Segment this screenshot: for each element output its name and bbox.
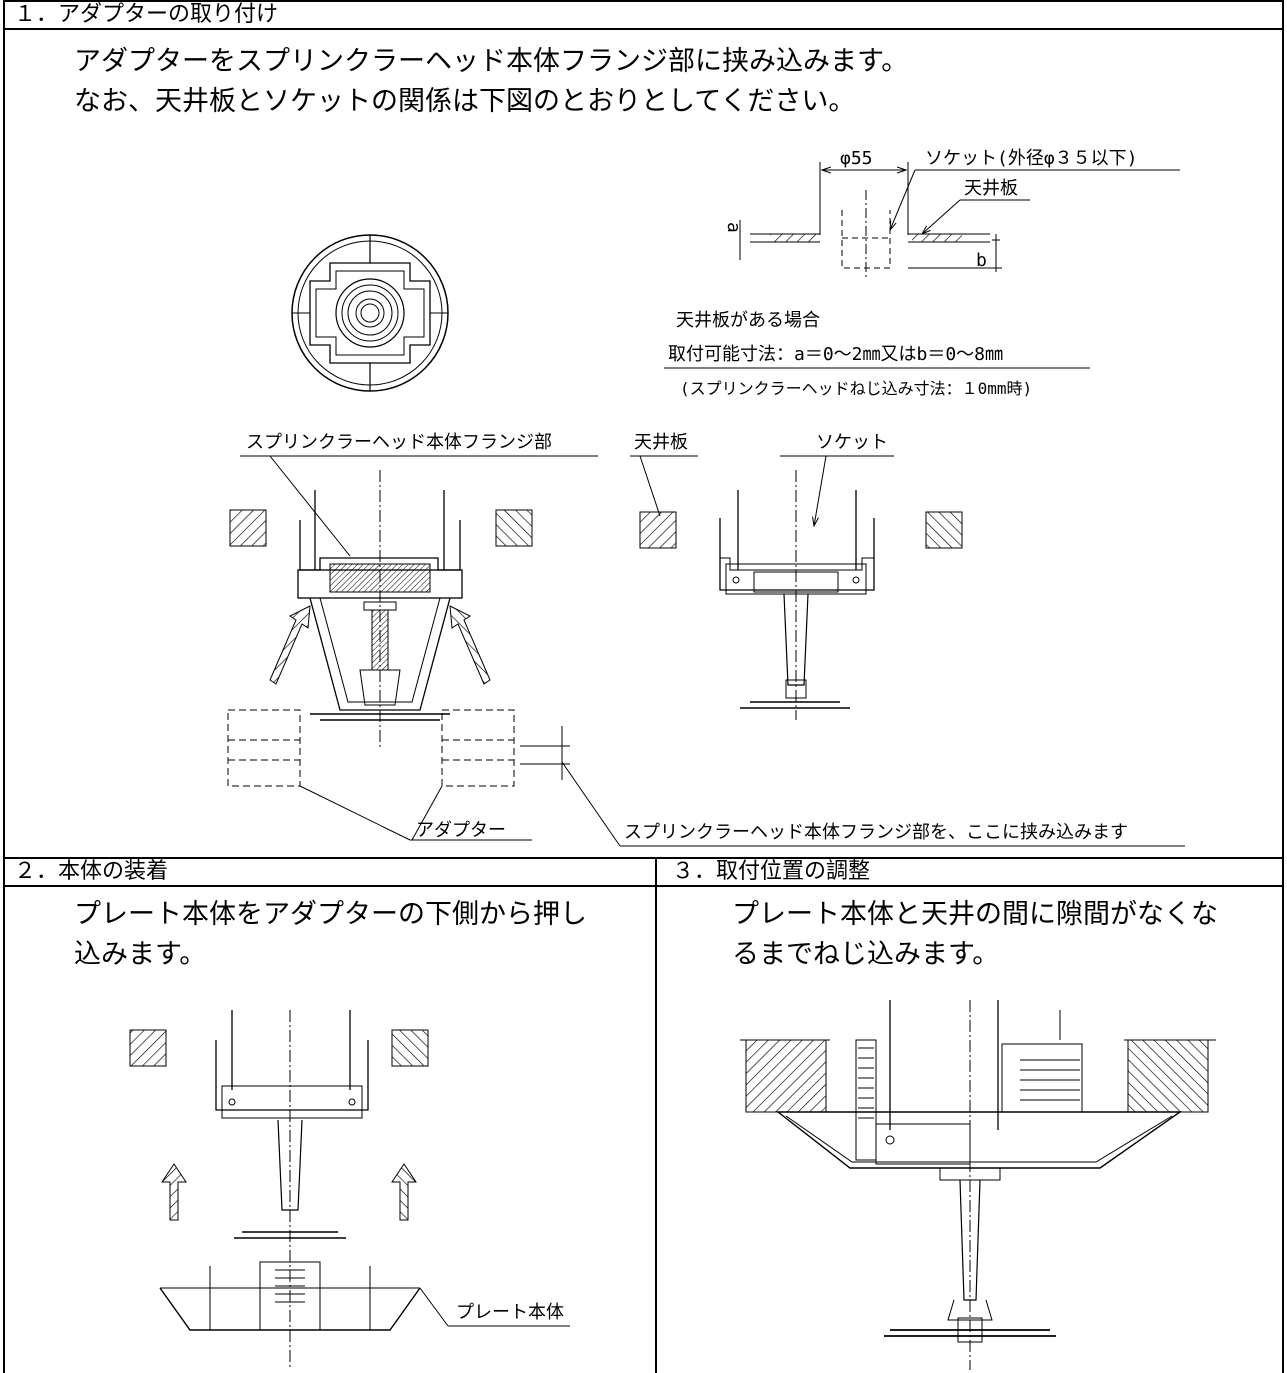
section3-line2: るまでねじ込みます。: [732, 939, 1000, 970]
ceiling-label: 天井板: [634, 432, 688, 453]
section1-header-divider: [3, 28, 1284, 30]
section2-line2: 込みます。: [74, 939, 207, 970]
section1-header: １．アダプターの取り付け: [14, 2, 279, 27]
section2-line1: プレート本体をアダプターの下側から押し: [74, 899, 587, 930]
socket-label: ソケット: [816, 432, 888, 453]
section1-line2: なお、天井板とソケットの関係は下図のとおりとしてください。: [74, 86, 856, 117]
assembly-side-view-left: スプリンクラーヘッド本体フランジ部 アダプター: [227, 432, 598, 841]
section2-header-divider: [3, 885, 1284, 887]
adapter-top-view: [291, 234, 449, 392]
section3-header: ３．取付位置の調整: [672, 859, 871, 884]
clamp-note: スプリンクラーヘッド本体フランジ部を、ここに挟み込みます: [561, 761, 1185, 847]
table-frame: [3, 0, 1284, 1373]
dim-a-label: a: [723, 222, 744, 233]
screw-note: (スプリンクラーヘッドねじ込み寸法：１0mm時): [680, 379, 1032, 398]
dim-b-label: b: [976, 250, 987, 271]
section1-line1: アダプターをスプリンクラーヘッド本体フランジ部に挟み込みます。: [74, 46, 909, 77]
section3-line1: プレート本体と天井の間に隙間がなくな: [732, 899, 1218, 930]
adapter-label: アダプター: [416, 820, 506, 841]
assembly-side-view-right: 天井板 ソケット: [630, 432, 963, 720]
table-border-top: [3, 0, 1284, 2]
plate-install-diagram: プレート本体: [129, 1010, 570, 1370]
socket-od-label: ソケット(外径φ３５以下): [925, 148, 1138, 169]
phi55-label: φ55: [840, 148, 873, 169]
section-divider: [3, 857, 1284, 859]
plate-label: プレート本体: [456, 1302, 564, 1323]
install-dimension: 取付可能寸法：a＝0～2㎜又はb＝0～8㎜: [668, 344, 1003, 365]
flange-label: スプリンクラーヘッド本体フランジ部: [246, 432, 552, 453]
socket-dimension-detail: φ55 a b ソケット(外径φ３５以下) 天井板 天井板がある場合 取付可能寸…: [664, 148, 1180, 398]
ceiling-board-label: 天井板: [964, 178, 1018, 199]
case-label: 天井板がある場合: [676, 310, 820, 331]
column-divider: [655, 857, 657, 1373]
section2-header: ２．本体の装着: [14, 859, 169, 884]
position-adjust-diagram: [740, 1000, 1216, 1370]
clamp-note-text: スプリンクラーヘッド本体フランジ部を、ここに挟み込みます: [624, 822, 1128, 843]
